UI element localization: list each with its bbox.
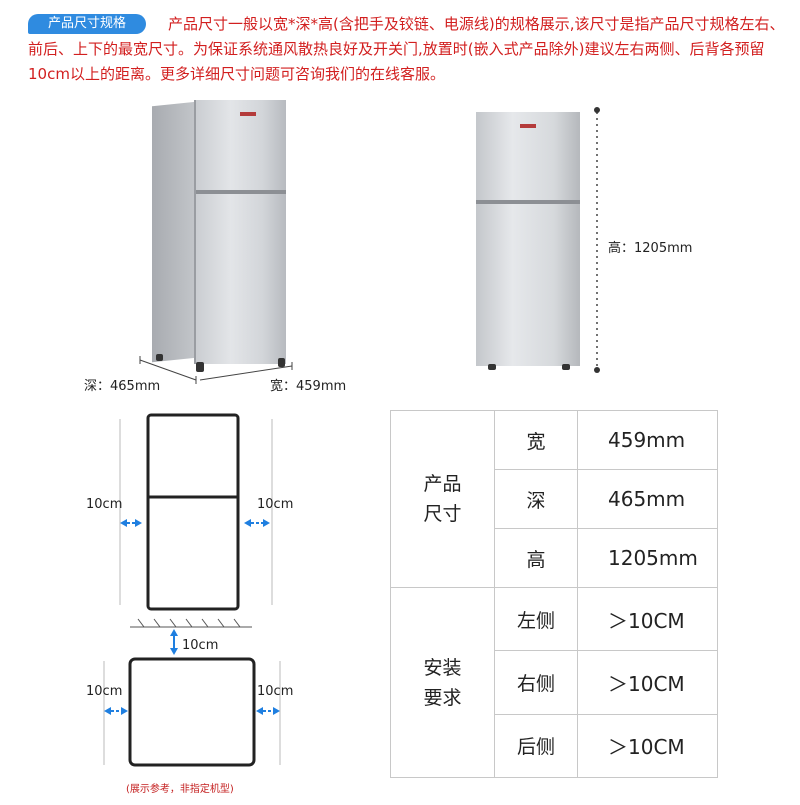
- depth-width-dimension-lines: [139, 356, 293, 384]
- header-description: 产品尺寸一般以宽*深*高(含把手及铰链、电源线)的规格展示,该尺寸是指产品尺寸规…: [28, 15, 785, 83]
- depth-label: 深：465mm: [84, 379, 161, 394]
- size-group-line-1: 产品: [423, 473, 462, 496]
- table-row: 深 465mm: [391, 469, 718, 530]
- clearance-right-label: 10cm: [257, 497, 294, 512]
- clearance-right-arrow-icon: [244, 519, 270, 527]
- install-key-back: 后侧: [494, 713, 578, 779]
- clearance-diagram: [103, 413, 281, 767]
- clearance-bottom-right-arrow-icon: [256, 707, 280, 715]
- clearance-back-label: 10cm: [182, 638, 219, 653]
- table-row: 后侧 ＞10CM: [391, 713, 718, 779]
- width-label: 宽：459mm: [270, 379, 347, 394]
- header-badge: 产品尺寸规格: [28, 14, 146, 34]
- size-group-line-2: 尺寸: [423, 503, 462, 526]
- spec-table: 产品 尺寸 宽 459mm 深 465mm 高 1205mm 安装 要求 左侧 …: [390, 409, 718, 779]
- height-label: 高：1205mm: [608, 241, 693, 256]
- height-dimension-line: [594, 107, 600, 373]
- table-row: 产品 尺寸 宽 459mm: [390, 409, 718, 589]
- clearance-left-arrow-icon: [120, 519, 142, 527]
- table-row: 高 1205mm: [391, 528, 718, 589]
- install-value-back: ＞10CM: [577, 713, 718, 779]
- table-row: 安装 要求 左侧 ＞10CM: [390, 587, 718, 778]
- spec-value-depth: 465mm: [577, 469, 718, 530]
- clearance-bottom-right-label: 10cm: [257, 684, 294, 699]
- clearance-left-label: 10cm: [86, 497, 123, 512]
- spec-key-height: 高: [494, 528, 578, 589]
- install-key-left: 左侧: [494, 587, 578, 652]
- install-group-line-2: 要求: [423, 686, 462, 709]
- size-group-cell: 产品 尺寸: [390, 409, 495, 589]
- spec-value-width: 459mm: [577, 409, 718, 471]
- install-key-right: 右侧: [494, 650, 578, 715]
- wall-hatch-icon: [130, 618, 252, 628]
- install-group-line-1: 安装: [423, 656, 462, 679]
- install-group-cell: 安装 要求: [390, 587, 495, 778]
- spec-key-width: 宽: [494, 409, 578, 471]
- spec-key-depth: 深: [494, 469, 578, 530]
- table-row: 右侧 ＞10CM: [391, 650, 718, 715]
- clearance-back-arrow-icon: [170, 629, 178, 655]
- spec-value-height: 1205mm: [577, 528, 718, 589]
- clearance-bottom-left-arrow-icon: [104, 707, 128, 715]
- install-value-right: ＞10CM: [577, 650, 718, 715]
- diagram-caption: (展示参考，非指定机型): [126, 784, 234, 795]
- install-value-left: ＞10CM: [577, 587, 718, 652]
- clearance-bottom-left-label: 10cm: [86, 684, 123, 699]
